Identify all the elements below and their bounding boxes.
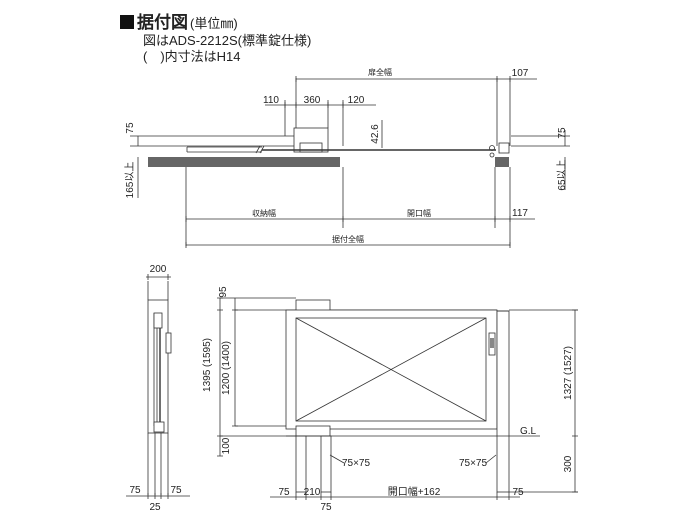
post-size-right: 75×75 (459, 458, 488, 469)
plan-right-post (498, 142, 510, 154)
dim-75-front-right: 75 (512, 487, 524, 498)
dim-25: 25 (149, 502, 161, 513)
dim-117: 117 (512, 208, 528, 219)
page-title: 据付図 (137, 13, 188, 32)
storage-width-label: 収納幅 (252, 208, 276, 218)
dim-75-plan-right: 75 (557, 127, 568, 139)
ground-strip-left (148, 157, 340, 167)
dim-165-min: 165以上 (124, 162, 136, 199)
dim-75-side-left: 75 (129, 485, 141, 496)
front-mid-post (320, 435, 332, 493)
dim-95: 95 (218, 286, 229, 298)
install-width-label: 据付全幅 (332, 234, 364, 244)
dim-120: 120 (348, 95, 365, 106)
dim-1200: 1200 (1400) (221, 341, 232, 395)
dim-65-min: 65以上 (556, 159, 568, 190)
door-width-label: 扉全幅 (368, 67, 392, 77)
dim-107: 107 (512, 68, 529, 79)
dim-100: 100 (221, 437, 232, 454)
h14-note: ( )内寸法はH14 (143, 49, 241, 64)
dim-210: 210 (304, 487, 321, 498)
post-size-left: 75×75 (342, 458, 371, 469)
unit-label: (単位㎜) (190, 16, 238, 31)
dim-75-plan-left: 75 (125, 122, 136, 134)
dim-360: 360 (304, 95, 321, 106)
opening-plus-162: 開口幅+162 (388, 485, 441, 498)
dim-75-front-bottom: 75 (320, 502, 332, 513)
dim-1327: 1327 (1527) (563, 346, 574, 400)
dim-42-6: 42.6 (370, 124, 381, 144)
model-note: 図はADS-2212S(標準錠仕様) (143, 33, 312, 48)
square-bullet-icon (120, 15, 134, 29)
gl-label: G.L (520, 426, 537, 437)
ground-strip-right (495, 157, 509, 167)
side-view: 200 75 75 25 (126, 264, 190, 513)
front-top-cap (295, 299, 331, 312)
plan-view: 扉全幅 107 110 360 120 42.6 75 165以上 75 65以… (124, 67, 570, 248)
front-view: 95 1395 (1595) 1200 (1400) 100 1327 (152… (202, 286, 578, 513)
front-left-post (295, 435, 307, 493)
front-right-post (496, 310, 510, 493)
dim-75-side-right: 75 (170, 485, 182, 496)
dim-200: 200 (150, 264, 167, 275)
title-row: 据付図 (単位㎜) (120, 8, 311, 33)
opening-width-label: 開口幅 (407, 208, 431, 218)
dim-1395: 1395 (1595) (202, 338, 213, 392)
dim-75-front-left: 75 (278, 487, 290, 498)
dim-110: 110 (263, 95, 279, 106)
title-block: 据付図 (単位㎜) 図はADS-2212S(標準錠仕様) ( )内寸法はH14 (120, 8, 311, 65)
dim-300: 300 (563, 455, 574, 472)
side-gate-body (147, 299, 169, 434)
